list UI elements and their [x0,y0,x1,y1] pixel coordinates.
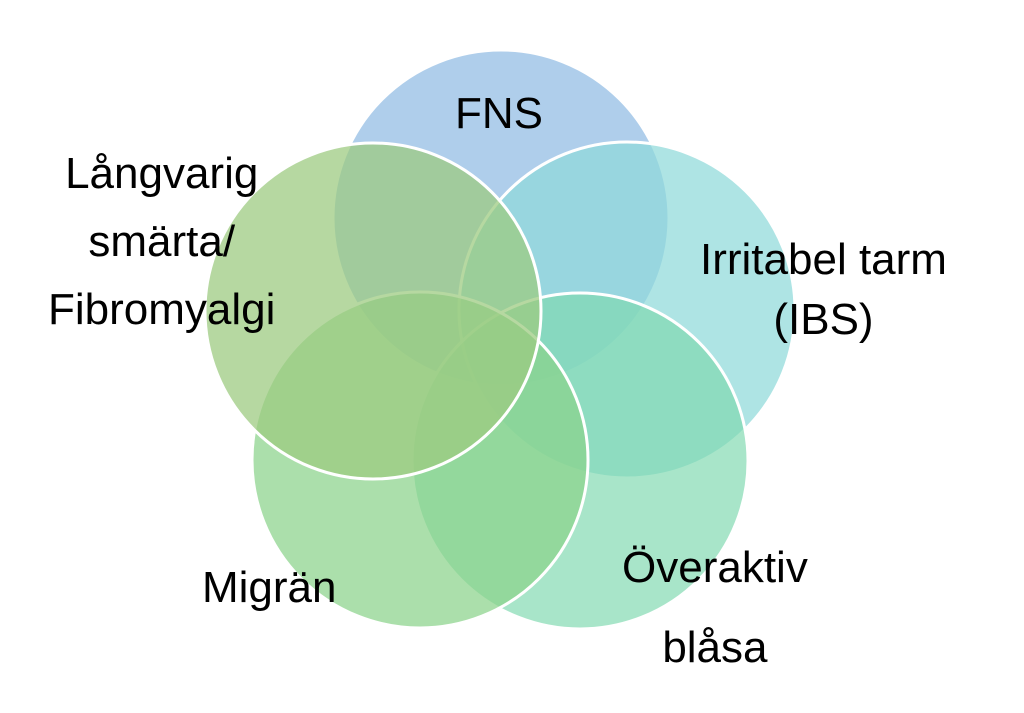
label-ibs: Irritabel tarm (IBS) [700,235,947,344]
label-fns: FNS [455,89,543,138]
label-smarta: Långvarig smärta/ Fibromyalgi [48,149,276,334]
label-migran: Migrän [202,563,337,612]
label-overaktiv: Överaktiv blåsa [622,543,808,672]
circle-smarta [203,141,543,481]
